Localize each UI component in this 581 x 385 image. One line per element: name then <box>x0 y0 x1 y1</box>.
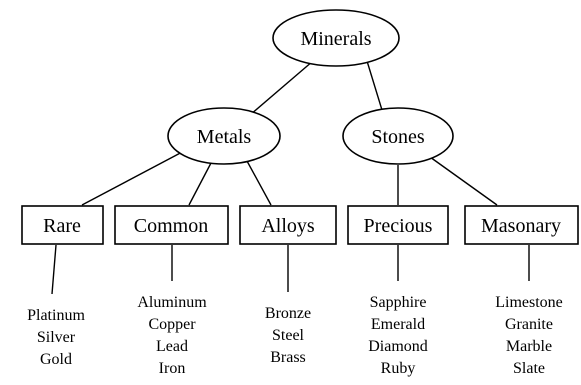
leaf-masonary-0: Limestone <box>495 294 563 311</box>
edge-metals-alloys <box>246 160 272 206</box>
node-stones: Stones <box>342 107 454 165</box>
node-rare-shape <box>21 205 104 245</box>
leaf-rare-0: Platinum <box>27 307 85 324</box>
leaf-common-2: Lead <box>156 338 188 355</box>
node-alloys-shape <box>239 205 337 245</box>
leaf-common-0: Aluminum <box>137 294 207 311</box>
leaf-rare-2: Gold <box>40 351 72 368</box>
leaves-alloys: Bronze Steel Brass <box>265 305 311 366</box>
node-metals-label: Metals <box>197 126 252 148</box>
node-precious: Precious <box>347 205 449 245</box>
leaf-masonary-3: Slate <box>513 360 545 377</box>
leaf-precious-0: Sapphire <box>370 294 427 311</box>
leaves-rare: Platinum Silver Gold <box>27 307 85 368</box>
edge-rare-leaves <box>51 244 57 295</box>
leaves-masonary: Limestone Granite Marble Slate <box>495 294 563 377</box>
edge-minerals-stones <box>366 60 383 111</box>
leaf-common-3: Iron <box>159 360 186 377</box>
node-masonary-shape <box>464 205 579 245</box>
leaf-masonary-1: Granite <box>505 316 553 333</box>
edge-metals-common <box>188 162 212 206</box>
node-rare: Rare <box>21 205 104 245</box>
leaf-precious-2: Diamond <box>368 338 428 355</box>
node-rare-label: Rare <box>43 215 81 237</box>
leaf-alloys-2: Brass <box>270 349 306 366</box>
leaf-precious-3: Ruby <box>381 360 416 377</box>
leaves-precious: Sapphire Emerald Diamond Ruby <box>368 294 428 377</box>
node-metals: Metals <box>167 107 281 165</box>
leaf-alloys-1: Steel <box>272 327 305 344</box>
node-precious-shape <box>347 205 449 245</box>
node-masonary: Masonary <box>464 205 579 245</box>
leaf-common-1: Copper <box>148 316 196 333</box>
node-metals-shape <box>167 107 281 165</box>
node-alloys-label: Alloys <box>261 215 315 237</box>
node-stones-label: Stones <box>371 126 425 148</box>
leaf-alloys-0: Bronze <box>265 305 311 322</box>
node-common-shape <box>114 205 229 245</box>
node-common-label: Common <box>134 215 208 237</box>
edge-stones-masonary <box>429 156 498 206</box>
node-minerals-shape <box>272 9 400 67</box>
edge-minerals-metals <box>249 60 314 116</box>
leaf-rare-1: Silver <box>37 329 76 346</box>
leaf-precious-1: Emerald <box>371 316 425 333</box>
node-common: Common <box>114 205 229 245</box>
node-precious-label: Precious <box>364 215 433 237</box>
leaf-masonary-2: Marble <box>506 338 552 355</box>
edges <box>51 60 530 295</box>
edge-metals-rare <box>81 149 187 206</box>
node-minerals: Minerals <box>272 9 400 67</box>
node-alloys: Alloys <box>239 205 337 245</box>
leaves-common: Aluminum Copper Lead Iron <box>137 294 207 377</box>
node-minerals-label: Minerals <box>300 28 371 50</box>
node-stones-shape <box>342 107 454 165</box>
node-masonary-label: Masonary <box>481 215 561 237</box>
